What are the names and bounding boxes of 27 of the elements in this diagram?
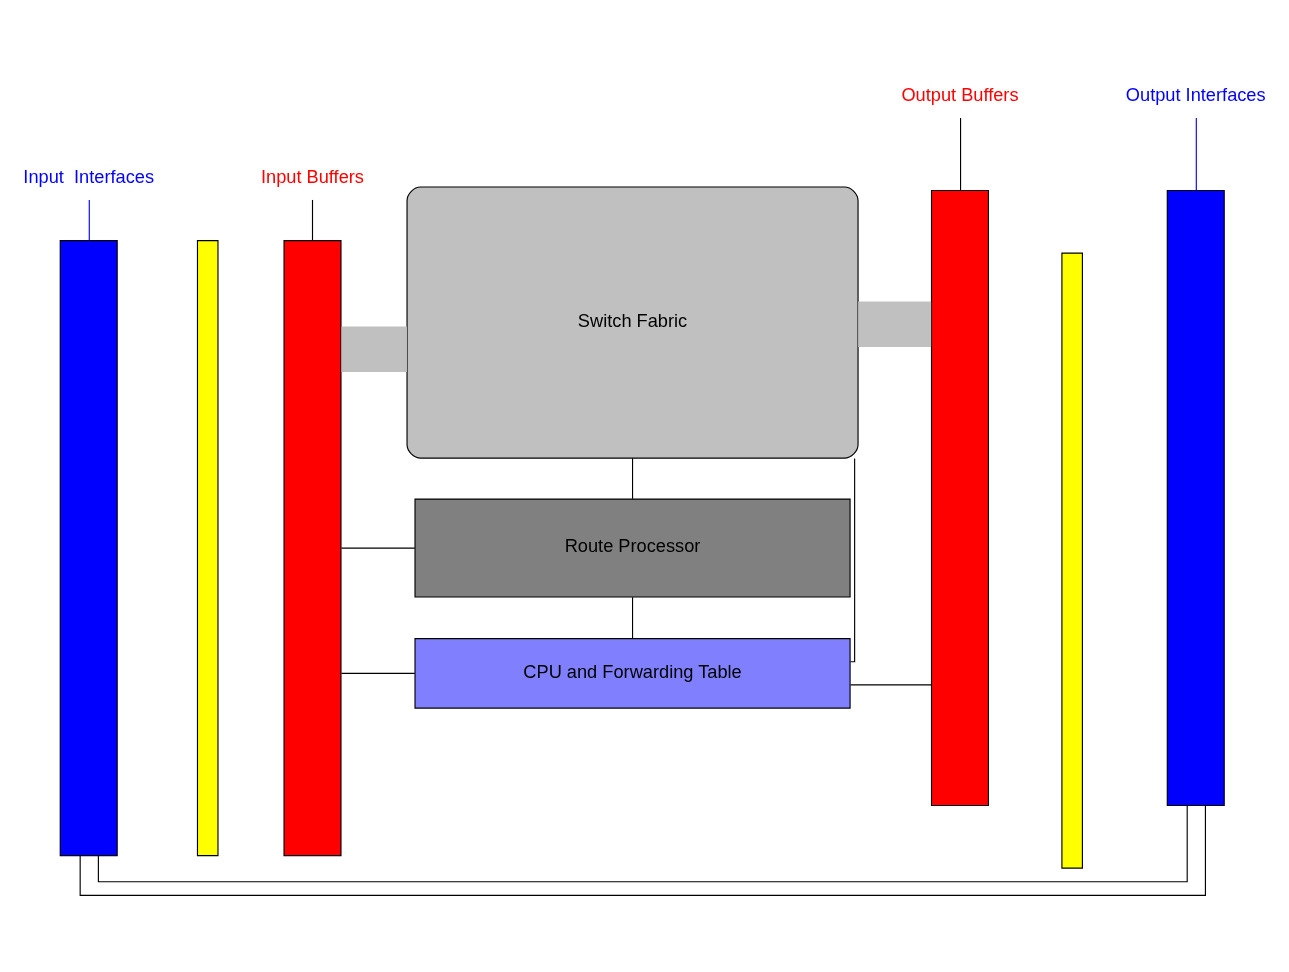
node-bar [59,240,118,857]
connector [1195,117,1197,191]
connector [88,199,90,242]
node-box: Route Processor [414,498,851,598]
node-text: Input Interfaces [23,167,155,188]
connector [341,326,407,373]
node-box: CPU and Forwarding Table [414,638,851,709]
connector [311,199,314,242]
node-text: Output Buffers [901,85,1019,106]
connector [858,301,932,348]
connector [959,117,962,191]
node-bar [930,189,990,807]
node-bar [1166,189,1225,807]
connector [849,684,933,686]
connector [631,457,634,500]
connector [631,596,634,639]
connector [849,458,856,663]
node-text: Input Buffers [261,167,364,188]
node-bar [1061,252,1083,869]
node-box: Switch Fabric [406,186,859,459]
connector [340,672,416,674]
node-bar [283,240,342,857]
node-text: Output Interfaces [1125,85,1266,106]
connector [97,804,1188,883]
connector [340,547,416,549]
node-bar [196,240,219,857]
connector [79,805,1206,896]
